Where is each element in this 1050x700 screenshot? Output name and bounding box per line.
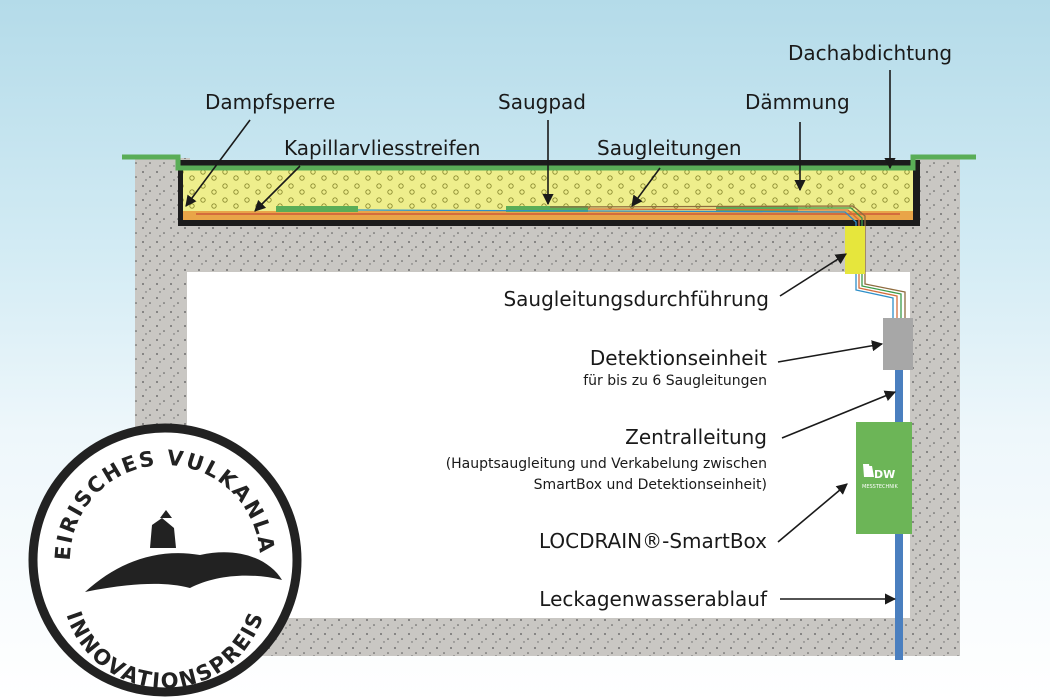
- label-detektionseinheit: Detektionseinheit: [589, 346, 767, 370]
- leader-arrows: [185, 70, 897, 605]
- arrow-smartbox: [777, 483, 848, 543]
- smartbox-brand-sub: MESSTECHNIK: [862, 484, 899, 490]
- detection-unit: [883, 318, 913, 370]
- label-daemmung: Dämmung: [745, 90, 850, 114]
- label-saugleitungsdurchfuehrung: Saugleitungsdurchführung: [503, 287, 769, 311]
- hill-icon: [85, 552, 282, 592]
- suction-line-feedthrough: [845, 226, 865, 274]
- arrow-saugleitungen: [631, 167, 661, 207]
- label-kapillarvliesstreifen: Kapillarvliesstreifen: [284, 136, 481, 160]
- label-dachabdichtung: Dachabdichtung: [788, 41, 953, 65]
- label-dampfsperre: Dampfsperre: [205, 90, 336, 114]
- label-zentralleitung-sub2: SmartBox und Detektionseinheit): [533, 477, 767, 493]
- arrow-saugleitungsdurchfuehrung: [779, 253, 847, 297]
- label-leckagenwasserablauf: Leckagenwasserablauf: [539, 587, 767, 611]
- label-smartbox: LOCDRAIN®-SmartBox: [538, 529, 767, 553]
- arrow-dampfsperre: [185, 119, 251, 207]
- label-detektionseinheit-sub: für bis zu 6 Saugleitungen: [583, 373, 767, 389]
- label-saugleitungen: Saugleitungen: [597, 136, 742, 160]
- dw-logo-icon: [863, 464, 874, 477]
- roof-membrane: [122, 154, 976, 171]
- smartbox-brand: DW: [874, 468, 895, 481]
- arrow-detektionseinheit: [777, 340, 884, 363]
- label-saugpad: Saugpad: [498, 90, 586, 114]
- smartbox: DW MESSTECHNIK: [856, 422, 912, 534]
- interior-room: [187, 272, 910, 618]
- arrow-zentralleitung: [781, 390, 897, 439]
- label-zentralleitung-sub1: (Hauptsaugleitung und Verkabelung zwisch…: [445, 456, 767, 472]
- arrow-kapillarvliesstreifen: [254, 165, 301, 212]
- castle-icon: [150, 518, 176, 548]
- label-zentralleitung: Zentralleitung: [625, 425, 767, 449]
